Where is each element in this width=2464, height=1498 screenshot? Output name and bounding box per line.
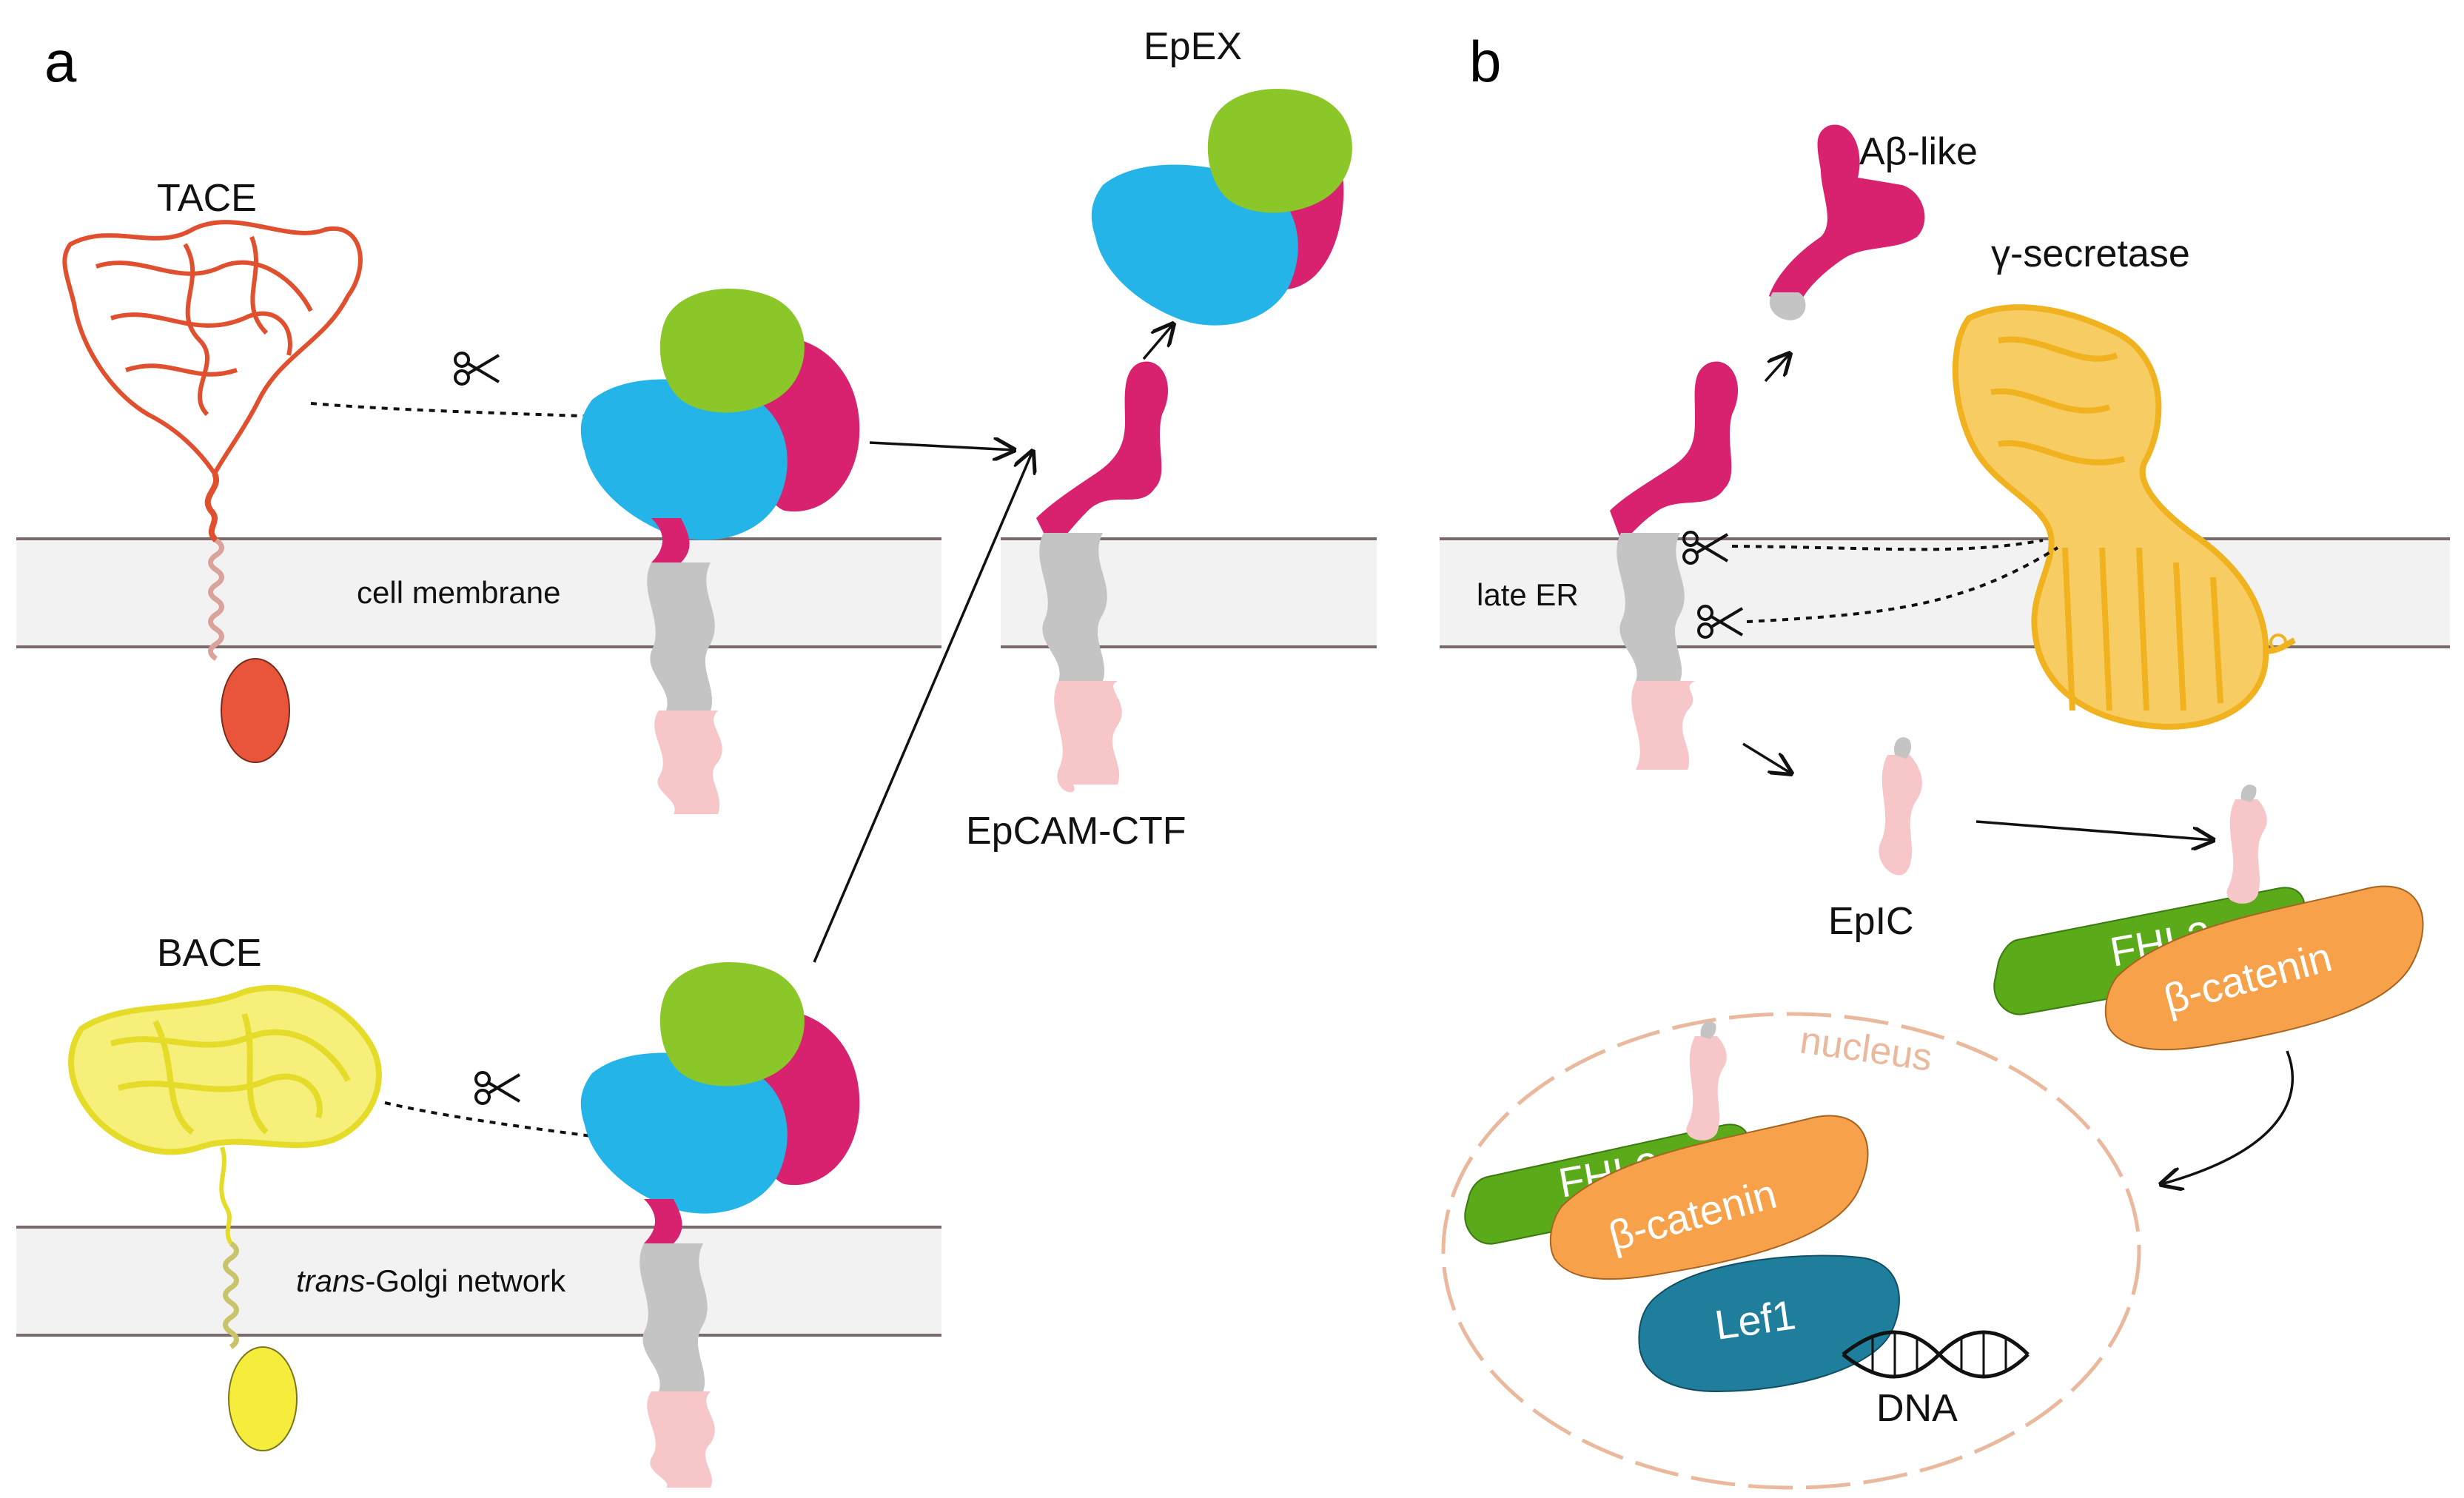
tace-cytoplasmic-domain bbox=[221, 658, 290, 763]
epcam-ctf-er bbox=[1610, 361, 1739, 770]
late-er-membrane bbox=[1440, 537, 2450, 648]
gamma-secretase-label: γ-secretase bbox=[1991, 232, 2190, 275]
arrow-complex-to-nucleus bbox=[2161, 1050, 2295, 1184]
bace-cytoplasmic-domain bbox=[228, 1346, 298, 1451]
arrow-ctf-to-abeta bbox=[1764, 354, 1790, 383]
abeta-fragment bbox=[1769, 124, 1925, 320]
gamma-secretase-enzyme bbox=[1952, 304, 2296, 730]
epcam-full-bottom bbox=[580, 962, 860, 1488]
scissors-icon bbox=[474, 1071, 521, 1105]
tace-enzyme bbox=[62, 220, 363, 543]
arrow-bace-to-ctf bbox=[813, 451, 1033, 963]
abeta-label: Aβ-like bbox=[1859, 130, 1978, 173]
cell-membrane bbox=[16, 537, 941, 648]
cell-membrane-label: cell membrane bbox=[357, 575, 560, 610]
epcam-full-top bbox=[580, 289, 860, 814]
dna-label: DNA bbox=[1876, 1387, 1958, 1430]
panel-a-letter: a bbox=[44, 29, 77, 94]
panel-b-letter: b bbox=[1469, 29, 1501, 94]
epex-label: EpEX bbox=[1144, 25, 1242, 68]
arrow-epic-to-complex bbox=[1975, 820, 2213, 840]
bace-enzyme bbox=[68, 984, 382, 1245]
tace-stalk bbox=[208, 538, 224, 661]
bcatenin-cyto bbox=[2104, 885, 2424, 1051]
bace-stalk bbox=[223, 1241, 239, 1349]
tace-label: TACE bbox=[157, 177, 257, 220]
gamma-cleavage-line-upper bbox=[1731, 539, 2044, 551]
lef1-label: Lef1 bbox=[1712, 1291, 1799, 1348]
trans-golgi-label: trans-Golgi network bbox=[296, 1263, 566, 1298]
epic-bound-nuclear bbox=[1686, 1021, 1727, 1141]
late-er-label: late ER bbox=[1477, 577, 1579, 612]
arrow-tace-to-ctf bbox=[869, 443, 1014, 450]
epic-label: EpIC bbox=[1828, 900, 1914, 943]
nucleus-envelope bbox=[1441, 1012, 2141, 1490]
bace-label: BACE bbox=[157, 932, 262, 975]
tace-cleavage-line bbox=[310, 402, 778, 427]
epic-fragment bbox=[1879, 737, 1922, 876]
arrow-ctf-to-epex bbox=[1142, 324, 1173, 360]
scissors-icon bbox=[454, 352, 500, 386]
epcam-ctf bbox=[1036, 361, 1169, 793]
bcatenin-nuclear bbox=[1549, 1115, 1869, 1280]
dna-helix-icon bbox=[1842, 1330, 2030, 1379]
trans-golgi-membrane bbox=[16, 1226, 941, 1337]
arrow-ctf-to-epic bbox=[1742, 742, 1791, 773]
epic-bound-cyto bbox=[2226, 785, 2267, 904]
epcam-ctf-label: EpCAM-CTF bbox=[966, 810, 1186, 853]
epex-product bbox=[1091, 89, 1352, 326]
lef1-protein bbox=[1638, 1255, 1900, 1393]
